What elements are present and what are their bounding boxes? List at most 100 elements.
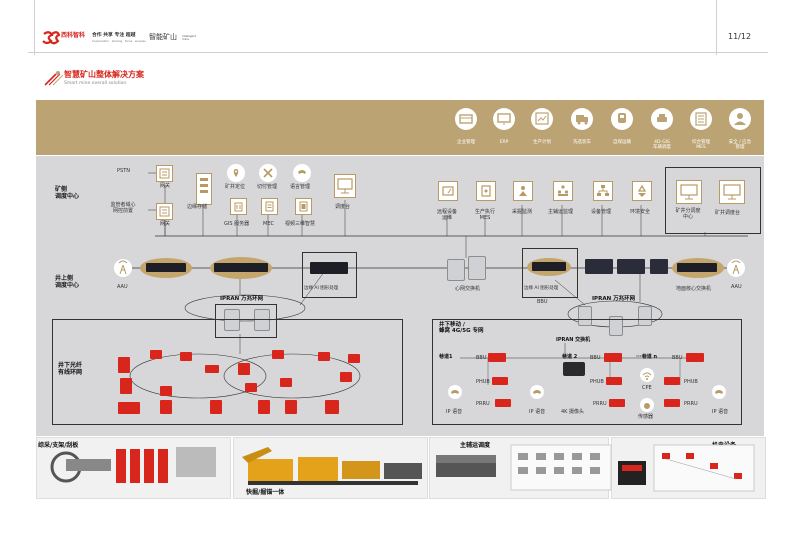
fiber-device-2 bbox=[180, 352, 192, 361]
fiber-ring-label: 井下光纤 有线环网 bbox=[58, 362, 83, 376]
prru-n-unit bbox=[664, 399, 680, 407]
aau-left-antenna bbox=[114, 259, 132, 277]
phub-2-label: PHUB bbox=[590, 379, 604, 385]
bbu-rack-3 bbox=[650, 259, 668, 274]
equipment-manage-label: 设备管理 bbox=[591, 209, 612, 215]
production-mes-node bbox=[476, 181, 496, 201]
tunneling-machine-illustration bbox=[242, 447, 422, 485]
dispatch-desk-label: 调度台 bbox=[335, 204, 351, 210]
edge-storage-label: 边缘存储 bbox=[187, 204, 208, 210]
fiber-device-9 bbox=[120, 378, 132, 394]
prru-n-label: PRRU bbox=[684, 401, 698, 407]
group-icon bbox=[557, 185, 569, 196]
mec-label: MEC bbox=[263, 221, 274, 227]
mobile-net-area bbox=[432, 319, 742, 425]
mining-monitor-node bbox=[513, 181, 533, 201]
mine-positioning-node bbox=[227, 164, 245, 182]
remote-devices-node bbox=[438, 181, 458, 201]
ipran-right-device-b bbox=[609, 316, 623, 336]
phone-icon bbox=[451, 390, 459, 394]
gateway-2 bbox=[156, 203, 173, 220]
cut-manage-node bbox=[259, 164, 277, 182]
phub-1-unit bbox=[492, 377, 508, 385]
gateway-icon bbox=[159, 168, 170, 179]
antenna-icon bbox=[731, 260, 741, 275]
fiber-device-18 bbox=[325, 400, 339, 414]
cpe-node bbox=[640, 368, 654, 382]
ipran-switch-label: IPRAN 交换机 bbox=[556, 337, 591, 343]
pstn-label: PSTN bbox=[117, 168, 130, 174]
gis-server-node bbox=[230, 198, 247, 215]
bbu-label: BBU bbox=[537, 299, 548, 305]
aau-right-label: AAU bbox=[731, 284, 742, 290]
mobile-net-label: 井下移动 / 蜂窝 4G/5G 专网 bbox=[439, 322, 484, 335]
ip-phone-2-node bbox=[530, 385, 544, 399]
fiber-device-12 bbox=[340, 372, 352, 382]
core-router-1 bbox=[214, 263, 268, 272]
prru-1-unit bbox=[495, 399, 511, 407]
system-label-3: 洗选装车 bbox=[573, 140, 591, 145]
bbu-rack-2 bbox=[617, 259, 645, 274]
system-label-5: 4D-GIS 车辆调度 bbox=[653, 140, 671, 151]
lane-1-label: 巷道1 bbox=[439, 354, 453, 360]
monitor-icon bbox=[337, 178, 353, 194]
section-subtitle: Smart mine overall solution bbox=[64, 81, 127, 86]
gis-server-label: GIS 服务器 bbox=[224, 221, 250, 227]
ip-phone-1-label: IP 语音 bbox=[446, 409, 463, 415]
header-divider-left bbox=[34, 0, 35, 55]
phub-n-unit bbox=[664, 377, 680, 385]
system-node-6 bbox=[690, 108, 712, 130]
fiber-device-8 bbox=[280, 378, 292, 387]
gateway-2-label: 网关 bbox=[160, 221, 171, 227]
bbu-1-unit bbox=[488, 353, 506, 362]
film-icon bbox=[299, 201, 308, 212]
phone-icon bbox=[298, 170, 306, 174]
enterprise-systems-bar bbox=[36, 100, 764, 155]
access-switch-1 bbox=[146, 263, 186, 272]
brand-logo-text: 西科智科 bbox=[61, 32, 86, 39]
ip-phone-n-label: IP 语音 bbox=[712, 409, 729, 415]
network-panel bbox=[36, 156, 764, 436]
system-label-4: 自煤运输 bbox=[613, 140, 631, 145]
edge-ai-left-label: 边缘 AI 图形处理 bbox=[304, 286, 339, 291]
fiber-device-6 bbox=[348, 354, 360, 363]
sensor-icon bbox=[644, 403, 650, 409]
bbu-1-label: BBU bbox=[476, 355, 487, 361]
wifi-icon bbox=[642, 372, 652, 380]
equipment-illustrations bbox=[50, 444, 755, 492]
mining-monitor-label: 采掘监测 bbox=[512, 209, 533, 215]
camera-device bbox=[563, 362, 585, 376]
document-icon bbox=[265, 201, 274, 212]
bbu-rack-1 bbox=[585, 259, 613, 274]
system-label-6: 综合管理 MES bbox=[692, 140, 710, 151]
system-node-0 bbox=[455, 108, 477, 130]
conveyor-illustration bbox=[436, 455, 496, 477]
gateway-icon bbox=[159, 206, 170, 217]
fiber-device-16 bbox=[258, 400, 270, 414]
fiber-device-5 bbox=[318, 352, 330, 361]
remote-devices-label: 远程设备 运维 bbox=[436, 209, 457, 221]
ground-core-switch bbox=[677, 263, 717, 272]
monitor-icon bbox=[723, 184, 741, 200]
core-switch-label: 心网交换机 bbox=[455, 286, 481, 292]
person-icon bbox=[734, 113, 746, 125]
voice-manage-label: 语言管理 bbox=[290, 184, 311, 190]
system-label-7: 安全 / 应急 管理 bbox=[728, 140, 752, 151]
main-transport-label: 主辅运监理 bbox=[548, 209, 574, 215]
system-node-2 bbox=[531, 108, 553, 130]
page-number: 11/12 bbox=[728, 32, 752, 41]
ipran-right-label: IPRAN 万兆环网 bbox=[592, 296, 636, 302]
header-slogan-sub: Cooperation · sharing · focus · surpass bbox=[92, 39, 146, 43]
ipran-left-box bbox=[215, 304, 277, 338]
video-3d-node bbox=[295, 198, 312, 215]
cpe-label: CPE bbox=[642, 385, 652, 391]
phone-icon bbox=[715, 390, 723, 394]
truck-icon bbox=[576, 115, 588, 125]
fiber-device-7 bbox=[205, 365, 219, 373]
brand-logo-mark-icon bbox=[42, 31, 61, 45]
ipran-right-device-a bbox=[578, 306, 592, 326]
prru-2-label: PRRU bbox=[593, 401, 607, 407]
mine-dispatch-group bbox=[665, 167, 761, 234]
section-title-icon bbox=[44, 70, 64, 90]
mine-dispatch-desk-node bbox=[719, 180, 745, 204]
